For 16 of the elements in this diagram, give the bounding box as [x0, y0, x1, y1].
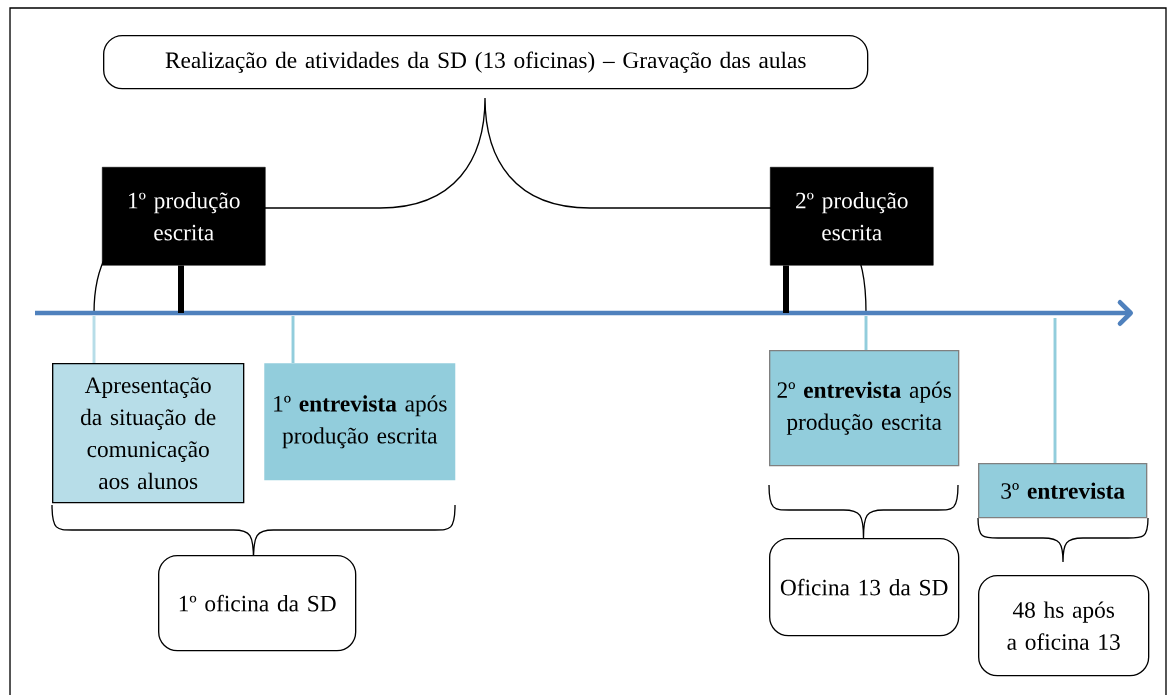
- rounded-box: Realização de atividades da SD (13 oficinas) – Gravação das aulas: [103, 35, 869, 90]
- event-box: 1º produção escrita: [102, 167, 266, 266]
- rounded-box: Oficina 13 da SD: [769, 538, 960, 637]
- rounded-box: 48 hs após a oficina 13: [978, 575, 1150, 677]
- process-box: Apresentação da situação de comunicação aos alunos: [52, 363, 245, 504]
- connector-line: [291, 316, 295, 363]
- process-box: 3º entrevista: [978, 463, 1148, 519]
- process-box: 2º entrevista após produção escrita: [769, 350, 960, 467]
- connector-line: [864, 316, 868, 350]
- connector-line: [178, 265, 184, 313]
- process-box: 1º entrevista após produção escrita: [264, 363, 456, 481]
- connector-line: [1053, 318, 1057, 463]
- connector-line: [92, 316, 96, 363]
- connector-line: [783, 265, 789, 313]
- rounded-box: 1º oficina da SD: [158, 555, 357, 652]
- event-box: 2º produção escrita: [770, 167, 934, 266]
